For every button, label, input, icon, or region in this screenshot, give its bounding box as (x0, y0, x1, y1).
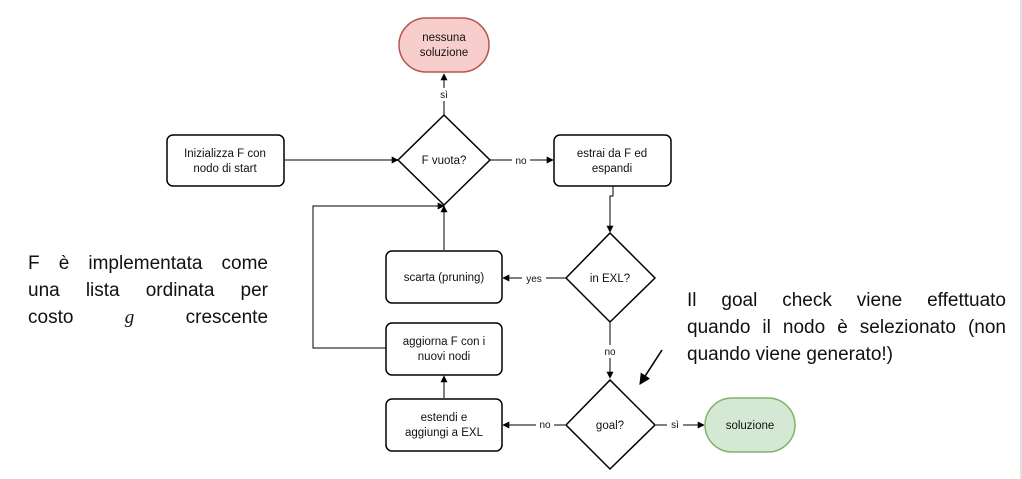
label-goal-no: no (539, 420, 551, 431)
label-goal-yes: sì (671, 420, 679, 431)
note-left-line3-suffix: crescente (185, 307, 269, 328)
node-extend: estendi e aggiungi a EXL (385, 398, 503, 452)
note-right-line3: quando viene generato!) (687, 344, 893, 365)
node-init-line1: Inizializza F con (184, 148, 266, 160)
note-left-line1: F è implementata come (28, 253, 268, 274)
node-solution-label: soluzione (726, 420, 775, 432)
node-no-solution-line1: nessuna (422, 32, 466, 44)
note-goal-check: Il goal check viene effettuato quando il… (687, 287, 1006, 368)
process-shape (385, 398, 503, 452)
node-empty-check: F vuota? (396, 113, 492, 207)
svg-text:scarta (pruning): scarta (pruning) (404, 272, 485, 284)
node-solution: soluzione (704, 397, 796, 453)
label-exl-yes: yes (526, 274, 542, 285)
node-update-line1: aggiorna F con i (403, 336, 485, 348)
edge-labels: sì no yes no sì no (438, 88, 683, 431)
node-init-line2: nodo di start (193, 163, 257, 175)
svg-text:soluzione: soluzione (726, 420, 775, 432)
svg-text:soluzione: soluzione (420, 47, 469, 59)
edge-extract-to-in-exl (606, 186, 614, 233)
note-left-g-variable: g (124, 307, 135, 328)
node-extract-line2: espandi (592, 163, 632, 175)
terminal-shape (704, 397, 796, 453)
svg-text:estrai da F ed: estrai da F ed (577, 148, 647, 160)
node-discard-label: scarta (pruning) (404, 272, 485, 284)
node-goal-check: goal? (564, 378, 657, 471)
process-shape (553, 134, 672, 187)
svg-text:nodo di start: nodo di start (193, 163, 257, 175)
node-extract-line1: estrai da F ed (577, 148, 647, 160)
terminal-shape (398, 17, 490, 73)
svg-text:espandi: espandi (592, 163, 632, 175)
process-shape (166, 134, 285, 187)
decision-shape (396, 113, 492, 207)
note-right-line2: quando il nodo è selezionato (non (687, 317, 1006, 338)
node-update-line2: nuovi nodi (418, 351, 470, 363)
svg-text:nuovi nodi: nuovi nodi (418, 351, 470, 363)
node-extract: estrai da F ed espandi (553, 134, 672, 187)
svg-text:aggiorna F con i: aggiorna F con i (403, 336, 485, 348)
svg-text:nessuna: nessuna (422, 32, 466, 44)
note-left-line3: costo g crescente (28, 304, 268, 331)
svg-text:in EXL?: in EXL? (590, 273, 630, 285)
node-update: aggiorna F con i nuovi nodi (385, 322, 503, 376)
node-no-solution-line2: soluzione (420, 47, 469, 59)
label-empty-no: no (515, 156, 527, 167)
svg-text:F vuota?: F vuota? (422, 155, 467, 167)
process-shape (385, 322, 503, 376)
svg-text:estendi e: estendi e (421, 412, 468, 424)
node-empty-check-label: F vuota? (422, 155, 467, 167)
process-shape (385, 250, 503, 304)
note-right-line1: Il goal check viene effettuato (687, 290, 1006, 311)
node-discard: scarta (pruning) (385, 250, 503, 304)
node-no-solution: nessuna soluzione (398, 17, 490, 73)
node-goal-label: goal? (596, 420, 624, 432)
node-init: Inizializza F con nodo di start (166, 134, 285, 187)
label-exl-no: no (604, 347, 616, 358)
svg-text:aggiungi a EXL: aggiungi a EXL (405, 427, 484, 439)
note-left-line2: una lista ordinata per (28, 280, 268, 301)
svg-text:Inizializza F con: Inizializza F con (184, 148, 266, 160)
note-frontier-ordering: F è implementata come una lista ordinata… (28, 250, 268, 331)
note-left-line3-prefix: costo (28, 307, 74, 328)
svg-text:goal?: goal? (596, 420, 624, 432)
node-extend-line2: aggiungi a EXL (405, 427, 484, 439)
node-in-exl-check: in EXL? (564, 231, 657, 324)
decision-shape (564, 231, 657, 324)
slide-edge (1020, 0, 1022, 479)
decision-shape (564, 378, 657, 471)
note-pointer-arrow (639, 349, 663, 385)
label-empty-yes: sì (440, 90, 448, 101)
node-extend-line1: estendi e (421, 412, 468, 424)
node-in-exl-label: in EXL? (590, 273, 630, 285)
edge-update-loop (312, 202, 445, 349)
